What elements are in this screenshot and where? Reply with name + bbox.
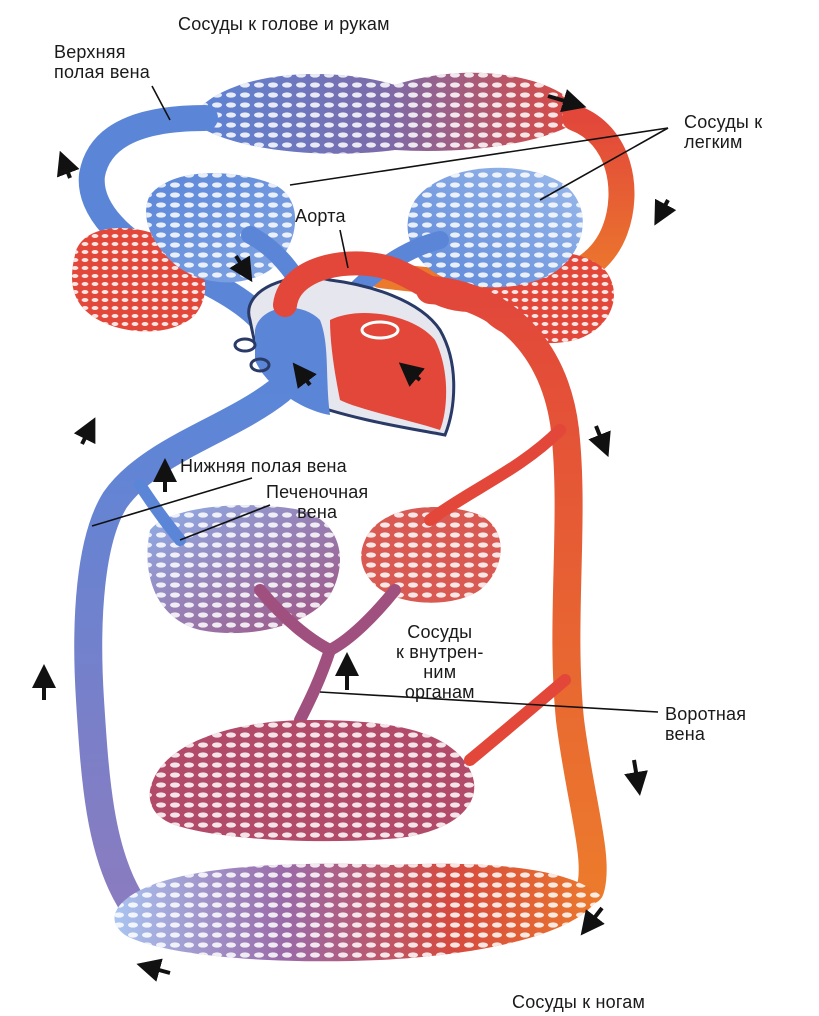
flow-arrow: [596, 426, 604, 446]
flow-arrow: [634, 760, 638, 784]
heart-valve: [235, 339, 255, 351]
label-line: Печеночная: [266, 482, 368, 502]
label-lungs: Сосуды к легким: [684, 112, 762, 152]
flow-arrow: [660, 200, 668, 215]
label-portal-vein: Воротная вена: [665, 704, 746, 744]
label-line: вена: [266, 502, 368, 522]
flow-arrow: [588, 908, 602, 926]
label-line: ним: [396, 662, 484, 682]
label-line: легким: [684, 132, 762, 152]
label-line: Верхняя: [54, 42, 150, 62]
flow-arrow: [148, 967, 170, 973]
label-legs: Сосуды к ногам: [512, 992, 645, 1012]
flow-arrow: [82, 428, 90, 444]
label-inferior-vena-cava: Нижняя полая вена: [180, 456, 347, 476]
label-line: полая вена: [54, 62, 150, 82]
right-lung-blue: [408, 168, 583, 288]
label-line: Воротная: [665, 704, 746, 724]
flow-arrow: [64, 162, 70, 178]
label-line: вена: [665, 724, 746, 744]
artery-to-lower-organs: [470, 680, 565, 760]
head-arms-capillaries: [190, 73, 585, 154]
label-line: Сосуды к: [684, 112, 762, 132]
label-aorta: Аорта: [295, 206, 346, 226]
label-line: органам: [396, 682, 484, 702]
label-superior-vena-cava: Верхняя полая вена: [54, 42, 150, 82]
label-head-arms: Сосуды к голове и рукам: [178, 14, 390, 34]
portal-vein-trunk: [300, 650, 330, 720]
label-internal-organs: Сосуды к внутрен- ним органам: [396, 622, 484, 702]
leader-line-portal: [320, 692, 658, 712]
liver-capillaries: [147, 505, 340, 633]
leg-capillaries: [115, 864, 600, 962]
artery-to-organs: [430, 430, 560, 520]
intestine-capillaries-lower: [150, 720, 475, 841]
label-line: Сосуды: [396, 622, 484, 642]
label-hepatic-vein: Печеночная вена: [266, 482, 368, 522]
label-line: к внутрен-: [396, 642, 484, 662]
